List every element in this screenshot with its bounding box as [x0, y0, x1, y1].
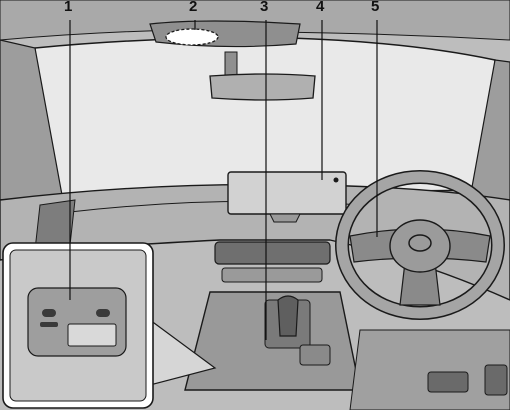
center-display [227, 171, 347, 215]
callout-label-4: 4 [316, 0, 325, 15]
usb-port-left-icon [42, 309, 56, 317]
roof-liner [0, 0, 510, 41]
microphone-highlight [165, 28, 219, 46]
callout-label-1: 1 [64, 0, 73, 15]
steering-wheel-rim [336, 171, 504, 319]
display-mount [269, 213, 301, 223]
rearview-mirror [209, 73, 316, 101]
commander-knob-area [299, 344, 331, 366]
display-sensor [333, 177, 339, 183]
brake-pedal [427, 371, 469, 393]
steering-wheel-hub [389, 219, 451, 273]
center-air-vents [214, 241, 331, 265]
callout-label-5: 5 [371, 0, 380, 15]
steering-wheel [335, 170, 505, 320]
usb-port-right-icon [96, 309, 110, 317]
mirror-stem [224, 51, 238, 78]
callout-label-2: 2 [189, 0, 198, 15]
accelerator-pedal [484, 364, 508, 396]
power-switch-icon [40, 322, 58, 327]
emblem-icon [408, 234, 432, 252]
climate-control-panel [221, 267, 323, 283]
driver-footwell [349, 329, 510, 410]
right-a-pillar [469, 59, 510, 201]
storage-slot [67, 323, 117, 347]
shift-lever [277, 295, 299, 337]
callout-label-3: 3 [260, 0, 269, 15]
